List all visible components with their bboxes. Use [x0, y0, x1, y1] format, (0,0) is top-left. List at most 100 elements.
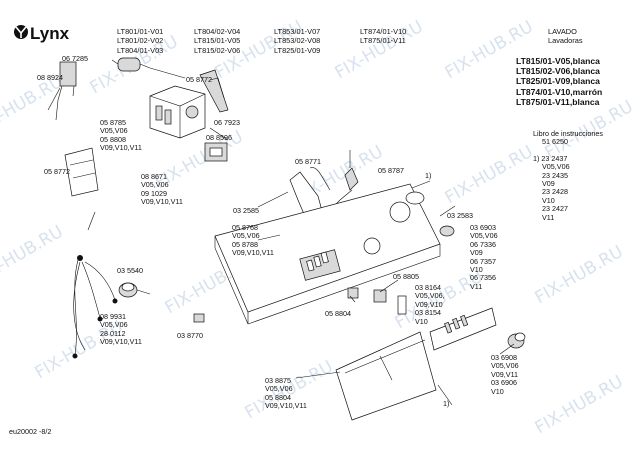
- footnote-marker: 1): [425, 171, 432, 180]
- model-code: LT815/02-V06: [194, 45, 241, 55]
- part-label: 05 8788: [232, 239, 258, 249]
- manual-line: 23 2428: [542, 187, 568, 197]
- part-label: 09 1029: [141, 188, 167, 198]
- variant-list: LT815/01-V05,blanca LT815/02-V06,blanca …: [516, 56, 602, 107]
- manual-line: V11: [542, 212, 555, 222]
- part-label: V09,V10,V11: [100, 143, 142, 153]
- part-label: V05,V06: [470, 231, 498, 241]
- part-label-block: 08 9931 V05,V06 28 0112 V09,V10,V11: [100, 312, 142, 347]
- part-label: V09: [470, 248, 483, 258]
- model-code: LT875/01-V11: [360, 36, 406, 46]
- push-button-part: [347, 287, 407, 315]
- part-label: 05 8768: [232, 223, 258, 232]
- timer-part: [149, 85, 206, 139]
- part-label: 05 8787: [378, 166, 404, 175]
- part-label: 08 9931: [100, 312, 126, 321]
- part-label: V05,V06: [232, 231, 260, 241]
- part-label: 03 5540: [117, 266, 143, 275]
- filter-part: [64, 147, 99, 197]
- part-label: 06 7285: [62, 54, 88, 63]
- mains-plug-part: [55, 61, 77, 121]
- category-subtitle: Lavadoras: [548, 36, 583, 46]
- part-label-block: 03 6908 V05,V06 V09,V11 03 6906 V10: [491, 353, 519, 396]
- part-label: V05,V06: [141, 180, 169, 190]
- part-label: 03 6906: [491, 378, 517, 388]
- manual-line: V09: [542, 179, 555, 189]
- lynx-logo-icon: [14, 25, 28, 39]
- part-label-block: 08 8671 V05,V06 09 1029 V09,V10,V11: [141, 172, 183, 207]
- variant-item: LT825/01-V09,blanca: [516, 76, 600, 87]
- part-label: V09,V10,V11: [141, 197, 183, 207]
- category-label: LAVADO Lavadoras: [548, 27, 583, 46]
- part-label: 03 2583: [447, 211, 473, 220]
- variant-item: LT875/01-V11,blanca: [516, 96, 600, 107]
- part-label: 05 8805: [393, 272, 419, 281]
- model-column-4: LT874/01-V10 LT875/01-V11: [360, 27, 406, 46]
- part-label-block: 03 8164 V05,V06, V09,V10 03 8154 V10: [415, 283, 445, 326]
- wiring-harness-part: [72, 255, 118, 359]
- variant-item: LT874/01-V10,marrón: [516, 86, 603, 97]
- control-panel-part: [214, 183, 441, 325]
- brand-name: Lynx: [30, 24, 70, 43]
- model-code: LT825/01-V09: [274, 45, 321, 55]
- part-label: 08 8924: [37, 73, 63, 82]
- part-label: 03 8164: [415, 283, 441, 292]
- part-label: V09,V10,V11: [232, 248, 274, 258]
- part-label: 05 8772: [44, 167, 70, 176]
- variant-item: LT815/01-V05,blanca: [516, 56, 600, 66]
- manual-line: 23 2427: [542, 204, 568, 214]
- model-code: LT874/01-V10: [360, 27, 407, 36]
- part-label: 03 2585: [233, 206, 259, 215]
- model-code: LT815/01-V05: [194, 36, 241, 46]
- part-label: 08 8671: [141, 172, 167, 181]
- part-label-block: 05 8785 V05,V06 05 8808 V09,V10,V11: [100, 118, 142, 153]
- manual-line: 1) 23 2437: [533, 153, 568, 163]
- part-label: 28 0112: [100, 328, 126, 338]
- variant-item: LT815/02-V06,blanca: [516, 66, 600, 77]
- part-label: V10: [415, 316, 428, 326]
- manual-line: 23 2435: [542, 170, 568, 180]
- part-label: 03 8875: [265, 376, 291, 385]
- button-plate-part: [429, 307, 497, 351]
- manual-line: 51 6250: [542, 137, 568, 147]
- part-label: 08 8596: [206, 133, 232, 142]
- part-label: V05,V06,: [415, 291, 445, 301]
- part-label: 05 8804: [265, 392, 291, 402]
- bracket-part: [199, 69, 229, 113]
- clip-part: [193, 313, 205, 323]
- part-label-block: 05 8768 V05,V06 05 8788 V09,V10,V11: [232, 223, 274, 258]
- part-label-block: 03 8875 V05,V06 05 8804 V09,V10,V11: [265, 376, 307, 411]
- part-label: V10: [491, 386, 504, 396]
- model-code: LT801/02-V02: [117, 36, 164, 46]
- door-flap-part: [335, 331, 437, 421]
- part-label: 03 6903: [470, 223, 496, 232]
- manual-info: Libro de instrucciones 51 6250 1) 23 243…: [533, 129, 603, 222]
- part-label: 05 8808: [100, 134, 126, 144]
- model-column-3: LT853/01-V07 LT853/02-V08 LT825/01-V09: [274, 27, 320, 55]
- capacitor-part: [111, 57, 151, 72]
- part-label: 06 7923: [214, 118, 240, 127]
- part-label: 06 7357: [470, 256, 496, 266]
- footnote-marker: 1): [443, 399, 450, 408]
- part-label: V05,V06: [100, 320, 128, 330]
- part-label: 03 8154: [415, 308, 441, 318]
- part-label: V09,V10: [415, 299, 443, 309]
- part-label: 05 8785: [100, 118, 126, 127]
- switch-part: [204, 142, 228, 162]
- part-label-block: 03 6903 V05,V06 06 7336 V09 06 7357 V10 …: [470, 223, 498, 291]
- model-code: LT804/01-V03: [117, 45, 164, 55]
- model-code: LT801/01-V01: [117, 27, 164, 36]
- page-code: eu20002 -8/2: [9, 427, 52, 436]
- part-label: 05 8772: [186, 75, 212, 84]
- category-title: LAVADO: [548, 27, 577, 36]
- part-label: V09,V10,V11: [265, 401, 307, 411]
- manual-line: V10: [542, 195, 555, 205]
- part-label: V10: [470, 265, 483, 275]
- selector-knob-part: [507, 332, 526, 349]
- manual-line: V05,V06: [542, 162, 570, 172]
- part-label: V05,V06: [491, 361, 519, 371]
- part-label: 06 7336: [470, 239, 496, 249]
- part-label: 03 6908: [491, 353, 517, 362]
- model-code: LT853/01-V07: [274, 27, 321, 36]
